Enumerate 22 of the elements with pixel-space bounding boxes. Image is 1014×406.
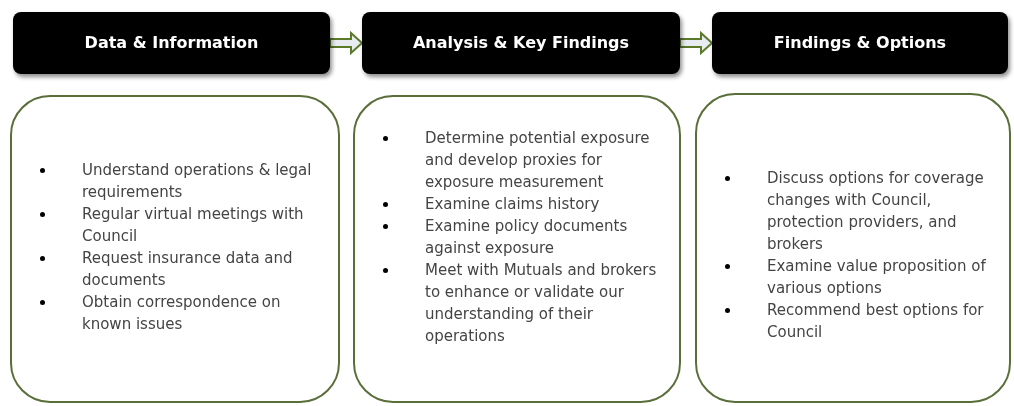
bullet-item: Examine policy documents against exposure bbox=[425, 216, 629, 259]
bullet-item: Recommend best options for Council bbox=[767, 300, 985, 343]
bullet-item: Meet with Mutuals and brokers to enhance or validate our understanding of their operations bbox=[425, 260, 658, 347]
header-text: Findings & Options bbox=[773, 32, 947, 54]
bullet-item: Determine potential exposure and develop proxies for exposure measurement bbox=[425, 128, 651, 193]
bullet-item: Regular virtual meetings with Council bbox=[82, 204, 305, 247]
task-card bbox=[10, 95, 340, 403]
bullet-item: Discuss options for coverage changes with Council, protection providers, and brokers bbox=[767, 168, 985, 255]
header-text: Data & Information bbox=[84, 32, 259, 54]
bullet-item: Request insurance data and documents bbox=[82, 248, 294, 291]
block-arrow bbox=[679, 30, 714, 56]
bullet-item: Examine value proposition of various options bbox=[767, 256, 987, 299]
stage-header bbox=[712, 12, 1008, 74]
task-card bbox=[695, 93, 1011, 403]
header-text: Analysis & Key Findings bbox=[412, 32, 630, 54]
bullet-item: Obtain correspondence on known issues bbox=[82, 292, 282, 335]
task-card bbox=[353, 95, 681, 403]
stage-header bbox=[362, 12, 680, 74]
bullet-item: Understand operations & legal requirements bbox=[82, 160, 313, 203]
stage-header bbox=[13, 12, 330, 74]
block-arrow bbox=[329, 30, 364, 56]
bullet-item: Examine claims history bbox=[425, 194, 600, 215]
